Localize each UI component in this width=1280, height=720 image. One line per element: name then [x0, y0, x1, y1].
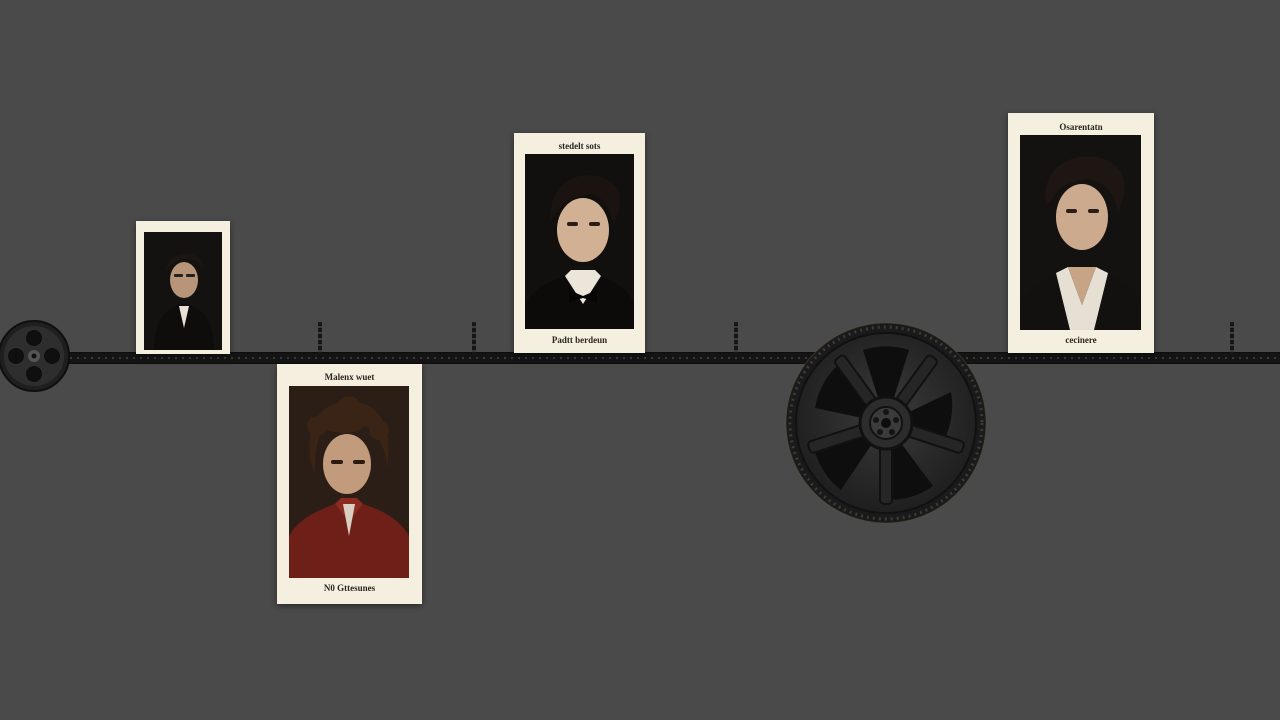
card-top-caption: Osarentatn [1059, 122, 1103, 132]
film-perforations [0, 357, 1280, 359]
photo-card[interactable]: Malenx wuet N0 Gttesunes [277, 364, 422, 604]
card-bottom-caption: N0 Gttesunes [323, 583, 376, 593]
card-bottom-caption: cecinere [1065, 335, 1097, 345]
card-top-caption: stedelt sots [558, 141, 601, 151]
timeline-tick [734, 322, 738, 354]
card-top-caption: Malenx wuet [324, 372, 375, 382]
film-reel-icon [0, 318, 72, 394]
photo-card[interactable]: stedelt sots Padtt berdeun [514, 133, 645, 353]
timeline-tick [472, 322, 476, 354]
portrait-photo [1020, 135, 1141, 330]
portrait-photo [525, 154, 634, 329]
photo-card[interactable] [136, 221, 230, 354]
timeline-tick [318, 322, 322, 354]
card-bottom-caption: Padtt berdeun [551, 335, 608, 345]
photo-card[interactable]: Osarentatn cecinere [1008, 113, 1154, 353]
film-reel-icon [785, 320, 989, 526]
timeline-tick [1230, 322, 1234, 354]
portrait-photo [289, 386, 409, 578]
portrait-photo [144, 232, 222, 350]
